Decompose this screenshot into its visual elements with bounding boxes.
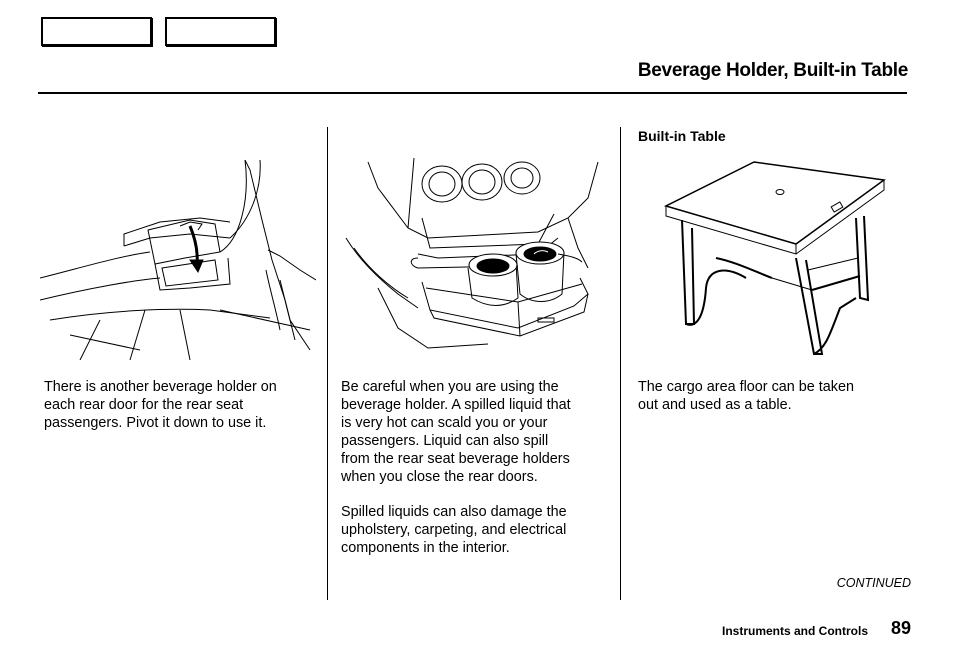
next-page-button[interactable] <box>165 17 276 46</box>
section-subheading: Built-in Table <box>638 128 726 144</box>
rear-door-beverage-holder-illustration <box>40 160 316 360</box>
header-divider <box>38 92 907 94</box>
console-cup-holder-illustration <box>338 158 610 362</box>
page-title: Beverage Holder, Built-in Table <box>637 60 908 81</box>
folding-table-illustration <box>646 158 890 362</box>
page-number: 89 <box>890 618 911 638</box>
right-column-text: The cargo area floor can be taken out an… <box>638 379 854 413</box>
previous-page-button[interactable] <box>41 17 152 46</box>
footer-section-name: Instruments and Controls <box>721 624 868 638</box>
column-divider-right <box>620 127 621 600</box>
left-column-text: There is another beverage holder on each… <box>44 379 277 431</box>
middle-column-warning-text: Be careful when you are using the bevera… <box>341 379 571 485</box>
middle-column-damage-text: Spilled liquids can also damage the upho… <box>341 504 567 556</box>
continued-label: CONTINUED <box>836 576 911 590</box>
column-divider-left <box>327 127 328 600</box>
